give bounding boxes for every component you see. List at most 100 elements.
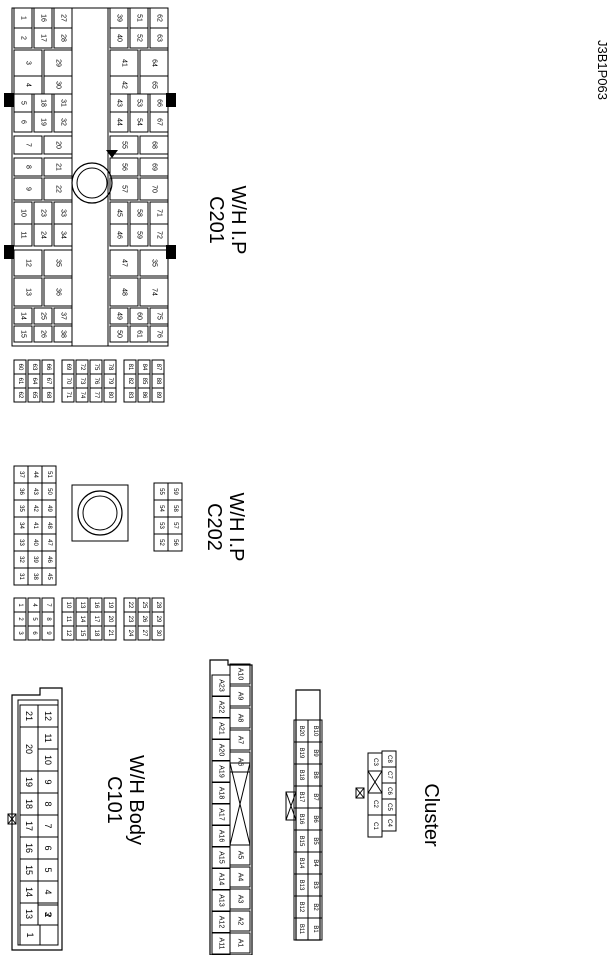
cavity-number: 17 xyxy=(93,616,99,623)
cavity-number: 20 xyxy=(107,616,113,623)
cavity xyxy=(129,307,149,325)
cavity-number: 19 xyxy=(107,602,113,609)
cavity-number: 7 xyxy=(25,143,32,147)
cavity xyxy=(13,177,43,201)
cavity-number: 68 xyxy=(45,392,51,399)
cavity-number: C5 xyxy=(386,803,392,811)
cavity-number: 1 xyxy=(20,16,27,20)
cavity-number: 83 xyxy=(127,392,133,399)
cavity-number: 55 xyxy=(121,141,128,149)
cavity-number: 71 xyxy=(156,209,163,217)
cavity-number: 36 xyxy=(18,488,24,495)
cavity-number: 18 xyxy=(93,630,99,637)
cavity-number: 26 xyxy=(40,330,47,338)
cavity-number: 63 xyxy=(156,34,163,42)
cavity-number: 62 xyxy=(17,392,23,399)
cavity-number: 14 xyxy=(20,312,27,320)
cavity-number: 50 xyxy=(116,330,123,338)
cavity-number: B8 xyxy=(312,771,318,779)
cavity xyxy=(13,157,43,177)
cavity-number: 20 xyxy=(24,744,34,754)
cavity-number: 9 xyxy=(25,187,32,191)
c202-center-bolt xyxy=(77,490,123,536)
connector-c202: 6061626364656667686970717273747576777879… xyxy=(13,359,183,641)
cavity-number: 7 xyxy=(45,603,51,607)
cavity-number: C2 xyxy=(372,800,378,808)
cavity xyxy=(123,625,137,641)
cavity xyxy=(109,249,139,277)
cavity-number: C7 xyxy=(386,771,392,779)
cavity-number: B13 xyxy=(298,880,304,891)
cavity xyxy=(139,249,169,277)
c201-label: W/H I.P xyxy=(227,186,249,255)
cavity-number: 52 xyxy=(136,34,143,42)
cavity-number: A1 xyxy=(237,939,244,948)
cavity-number: C1 xyxy=(372,822,378,830)
cavity-number: B17 xyxy=(298,792,304,803)
cavity xyxy=(61,625,75,641)
cavity-number: 30 xyxy=(55,81,62,89)
cavity-number: A7 xyxy=(237,736,244,745)
cavity xyxy=(89,387,103,403)
cavity-number: 15 xyxy=(79,630,85,637)
lock-mark-line xyxy=(355,787,365,799)
cavity-number: B4 xyxy=(312,859,318,867)
cavity-number: 11 xyxy=(65,616,71,623)
cavity xyxy=(27,625,41,641)
cavity-number: 42 xyxy=(121,81,128,89)
cavity xyxy=(129,27,149,49)
cavity xyxy=(41,387,55,403)
cavity-number: 14 xyxy=(24,887,34,897)
cavity-number: B18 xyxy=(298,770,304,781)
cavity-number: 6 xyxy=(20,120,27,124)
cavity-number: 67 xyxy=(156,118,163,126)
cavity-number: 43 xyxy=(32,488,38,495)
cavity-number: 63 xyxy=(31,364,37,371)
c101-body xyxy=(11,687,63,951)
cavity-number: A2 xyxy=(237,917,244,926)
cavity-number: 77 xyxy=(93,392,99,399)
cavity xyxy=(109,307,129,325)
c101-body-inner xyxy=(17,699,59,946)
cavity-number: 80 xyxy=(107,392,113,399)
cavity-number: 3 xyxy=(43,911,53,916)
cavity-number: 21 xyxy=(107,630,113,637)
cavity-number: 58 xyxy=(172,505,178,512)
cavity xyxy=(139,277,169,307)
cavity-number: 38 xyxy=(60,330,67,338)
cavity-number: 16 xyxy=(24,843,34,853)
cavity-number: 25 xyxy=(40,312,47,320)
cavity-number: 4 xyxy=(31,603,37,607)
c201-center-bolt xyxy=(71,162,113,204)
cavity xyxy=(103,625,117,641)
cavity-number: 30 xyxy=(155,630,161,637)
cavity-number: 79 xyxy=(107,378,113,385)
cavity-number: 45 xyxy=(116,209,123,217)
cavity-number: 72 xyxy=(156,231,163,239)
cavity xyxy=(75,387,89,403)
cavity-number: 62 xyxy=(156,14,163,22)
cavity-number: A14 xyxy=(218,873,225,886)
cavity-number: 50 xyxy=(46,488,52,495)
lock-mark-line xyxy=(7,813,17,825)
cavity-number: 20 xyxy=(55,141,62,149)
cavity-number: 41 xyxy=(121,59,128,67)
cavity-number: 16 xyxy=(93,602,99,609)
cavity xyxy=(33,307,53,325)
cavity-number: 12 xyxy=(65,630,71,637)
cavity xyxy=(149,307,169,325)
cavity xyxy=(41,625,55,641)
cavity-number: 34 xyxy=(60,231,67,239)
cavity xyxy=(89,625,103,641)
cavity-number: 1 xyxy=(25,932,35,937)
cavity-number: B15 xyxy=(298,836,304,847)
cavity-number: 45 xyxy=(46,573,52,580)
cavity-number: 55 xyxy=(158,488,164,495)
cavity-number: 57 xyxy=(121,185,128,193)
cavity-number: A9 xyxy=(237,692,244,701)
cavity xyxy=(13,135,43,155)
cavity xyxy=(33,111,53,133)
cavity-number: 26 xyxy=(141,616,147,623)
cavity-number: A19 xyxy=(218,765,225,778)
cavity-number: 40 xyxy=(32,539,38,546)
